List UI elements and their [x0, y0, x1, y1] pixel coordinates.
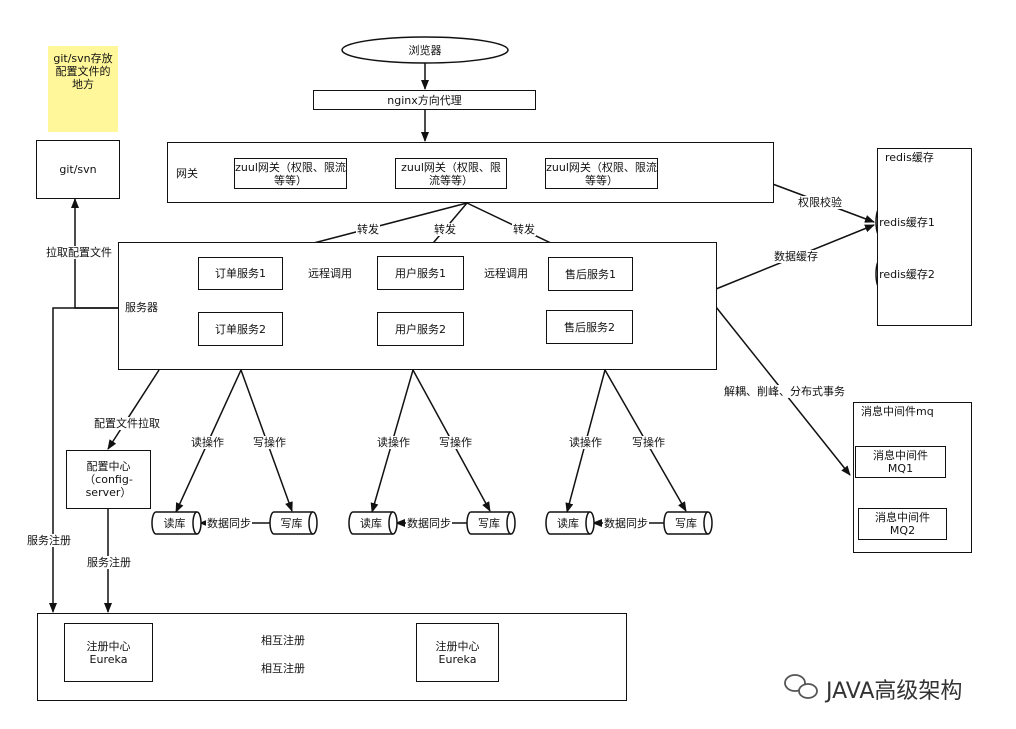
gitsvn-label: git/svn — [59, 163, 97, 176]
user-service-2: 用户服务2 — [377, 312, 464, 346]
gitsvn-box: git/svn — [36, 140, 120, 199]
aftersale-service-1: 售后服务1 — [548, 257, 633, 291]
zuul-gateway-1: zuul网关（权限、限流等等） — [234, 158, 347, 189]
write-db-3-label: 写库 — [675, 517, 697, 530]
edge-label-config-pull: 配置文件拉取 — [93, 417, 161, 430]
mq-2-label: 消息中间件MQ2 — [875, 511, 930, 537]
user-service-1: 用户服务1 — [377, 256, 464, 290]
write-db-2-label: 写库 — [478, 517, 500, 530]
eureka-2-box: 注册中心Eureka — [416, 623, 499, 682]
browser-label: 浏览器 — [408, 44, 442, 57]
zuul-gateway-3: zuul网关（权限、限流等等） — [545, 158, 658, 189]
read-db-3-label: 读库 — [557, 517, 579, 530]
aftersale-service-1-label: 售后服务1 — [565, 267, 616, 281]
zuul-gateway-2: zuul网关（权限、限流等等） — [395, 158, 507, 189]
nginx-box: nginx方向代理 — [313, 90, 536, 110]
edge-label-read-1: 读操作 — [190, 436, 225, 449]
config-center-box: 配置中心（config-server） — [66, 450, 151, 509]
nginx-label: nginx方向代理 — [387, 93, 462, 107]
edge-label-write-3: 写操作 — [631, 436, 666, 449]
mq-2-box: 消息中间件MQ2 — [858, 508, 947, 540]
order-service-1: 订单服务1 — [198, 257, 283, 290]
edge-label-remote-call-1: 远程调用 — [307, 267, 353, 280]
config-center-label: 配置中心（config-server） — [84, 460, 133, 499]
browser-node — [341, 36, 509, 64]
edge-label-data-cache: 数据缓存 — [773, 250, 819, 263]
edge-label-forward-1: 转发 — [356, 223, 380, 236]
edge-label-forward-3: 转发 — [512, 223, 536, 236]
edge-label-service-register-left: 服务注册 — [26, 534, 72, 547]
user-service-1-label: 用户服务1 — [395, 266, 446, 280]
sticky-note-text: git/svn存放配置文件的地方 — [53, 52, 113, 91]
order-service-2: 订单服务2 — [198, 312, 283, 346]
edge-label-write-2: 写操作 — [438, 436, 473, 449]
edge-label-decouple: 解耦、削峰、分布式事务 — [723, 385, 846, 398]
read-db-2-label: 读库 — [360, 517, 382, 530]
edge-config-pull — [107, 369, 160, 450]
eureka-1-box: 注册中心Eureka — [64, 623, 153, 682]
gateway-label: 网关 — [176, 167, 198, 180]
user-service-2-label: 用户服务2 — [395, 322, 446, 336]
sticky-note: git/svn存放配置文件的地方 — [48, 46, 118, 132]
redis-1-label: redis缓存1 — [879, 216, 935, 229]
eureka-2-label: 注册中心Eureka — [435, 639, 480, 666]
redis-title: redis缓存 — [885, 151, 934, 164]
edge-label-sync-2: 数据同步 — [406, 517, 452, 530]
edge-label-mutual-1: 相互注册 — [260, 634, 306, 647]
edge-label-sync-3: 数据同步 — [603, 517, 649, 530]
aftersale-service-2: 售后服务2 — [546, 310, 633, 344]
mq-1-box: 消息中间件MQ1 — [855, 446, 946, 478]
zuul-gateway-3-label: zuul网关（权限、限流等等） — [546, 160, 657, 187]
edge-service-register-left — [49, 307, 118, 613]
watermark-text: JAVA高级架构 — [826, 679, 963, 704]
order-service-2-label: 订单服务2 — [215, 322, 266, 336]
edge-label-remote-call-2: 远程调用 — [483, 267, 529, 280]
mq-title: 消息中间件mq — [861, 405, 934, 418]
edge-label-read-2: 读操作 — [376, 436, 411, 449]
read-db-1-label: 读库 — [163, 517, 186, 530]
wechat-icon — [784, 674, 818, 699]
zuul-gateway-2-label: zuul网关（权限、限流等等） — [401, 160, 501, 187]
aftersale-service-2-label: 售后服务2 — [564, 320, 615, 334]
edge-label-forward-2: 转发 — [433, 223, 457, 236]
edge-label-write-1: 写操作 — [252, 436, 287, 449]
edge-label-pull-config-file: 拉取配置文件 — [45, 246, 113, 259]
zuul-gateway-1-label: zuul网关（权限、限流等等） — [235, 160, 346, 187]
edge-label-service-register: 服务注册 — [86, 556, 132, 569]
server-label: 服务器 — [125, 301, 158, 314]
order-service-1-label: 订单服务1 — [215, 267, 266, 280]
edge-label-sync-1: 数据同步 — [206, 517, 252, 530]
edge-label-mutual-2: 相互注册 — [260, 662, 306, 675]
edge-label-auth-check: 权限校验 — [797, 196, 843, 209]
eureka-1-label: 注册中心Eureka — [86, 639, 131, 666]
write-db-1-label: 写库 — [280, 517, 303, 530]
redis-container — [877, 148, 972, 326]
mq-1-label: 消息中间件MQ1 — [873, 449, 928, 475]
redis-2-label: redis缓存2 — [879, 268, 935, 281]
edge-label-read-3: 读操作 — [568, 436, 603, 449]
